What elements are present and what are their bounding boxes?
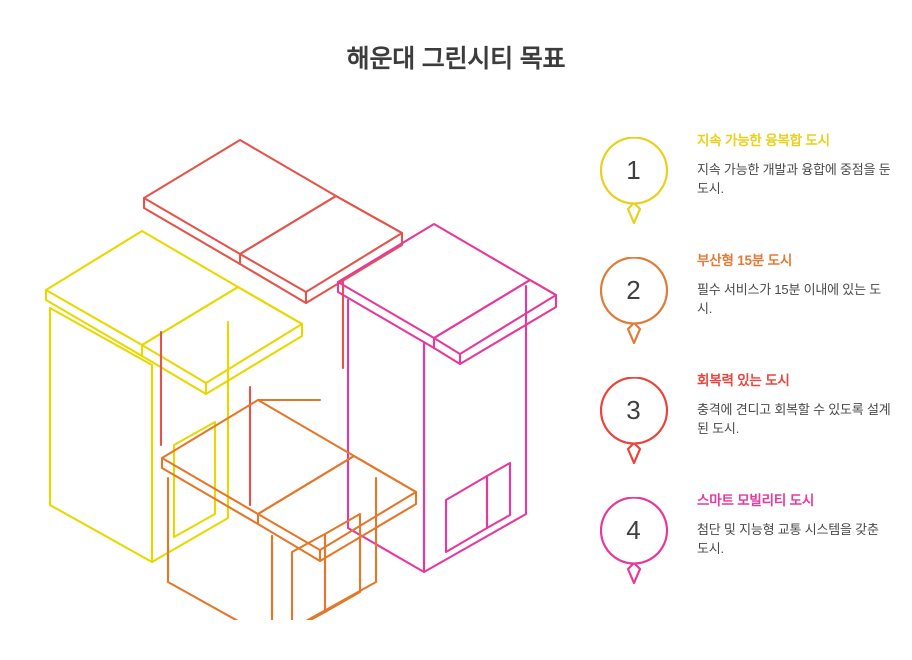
page-title: 해운대 그린시티 목표 bbox=[346, 45, 566, 73]
goal-text-3: 회복력 있는 도시 충격에 견디고 회복할 수 있도록 설계된 도시. bbox=[697, 372, 893, 439]
pin-outline-3 bbox=[600, 377, 669, 465]
pin-outline-1 bbox=[600, 137, 669, 225]
house-yellow-shape bbox=[44, 229, 304, 564]
goal-heading-3: 회복력 있는 도시 bbox=[697, 373, 790, 388]
pin-marker-2: 2 bbox=[600, 257, 672, 349]
goal-item-1[interactable]: 1 지속 가능한 융복합 도시 지속 가능한 개발과 융합에 중점을 둔 도시. bbox=[596, 132, 896, 232]
goal-text-2: 부산형 15분 도시 필수 서비스가 15분 이내에 있는 도시. bbox=[697, 252, 893, 319]
goal-body-2: 필수 서비스가 15분 이내에 있는 도시. bbox=[697, 282, 881, 317]
goals-list: 1 지속 가능한 융복합 도시 지속 가능한 개발과 융합에 중점을 둔 도시.… bbox=[596, 132, 896, 632]
goal-body-1: 지속 가능한 개발과 융합에 중점을 둔 도시. bbox=[697, 162, 891, 197]
goal-body-4: 첨단 및 지능형 교통 시스템을 갖춘 도시. bbox=[697, 522, 879, 557]
goal-heading-2: 부산형 15분 도시 bbox=[697, 253, 793, 268]
goal-item-4[interactable]: 4 스마트 모빌리티 도시 첨단 및 지능형 교통 시스템을 갖춘 도시. bbox=[596, 492, 896, 592]
pin-outline-4 bbox=[600, 497, 669, 585]
goal-body-3: 충격에 견디고 회복할 수 있도록 설계된 도시. bbox=[697, 402, 891, 437]
goal-item-2[interactable]: 2 부산형 15분 도시 필수 서비스가 15분 이내에 있는 도시. bbox=[596, 252, 896, 352]
pin-marker-1: 1 bbox=[600, 137, 672, 229]
house-orange-shape bbox=[160, 398, 418, 620]
goal-item-3[interactable]: 3 회복력 있는 도시 충격에 견디고 회복할 수 있도록 설계된 도시. bbox=[596, 372, 896, 472]
city-illustration bbox=[40, 100, 560, 620]
pin-marker-3: 3 bbox=[600, 377, 672, 469]
goal-heading-1: 지속 가능한 융복합 도시 bbox=[697, 133, 830, 148]
pin-marker-4: 4 bbox=[600, 497, 672, 589]
goal-text-1: 지속 가능한 융복합 도시 지속 가능한 개발과 융합에 중점을 둔 도시. bbox=[697, 132, 893, 199]
pin-outline-2 bbox=[600, 257, 669, 345]
goal-text-4: 스마트 모빌리티 도시 첨단 및 지능형 교통 시스템을 갖춘 도시. bbox=[697, 492, 893, 559]
house-pink-shape bbox=[336, 222, 558, 574]
house-red-shape bbox=[142, 138, 404, 507]
goal-heading-4: 스마트 모빌리티 도시 bbox=[697, 493, 815, 508]
